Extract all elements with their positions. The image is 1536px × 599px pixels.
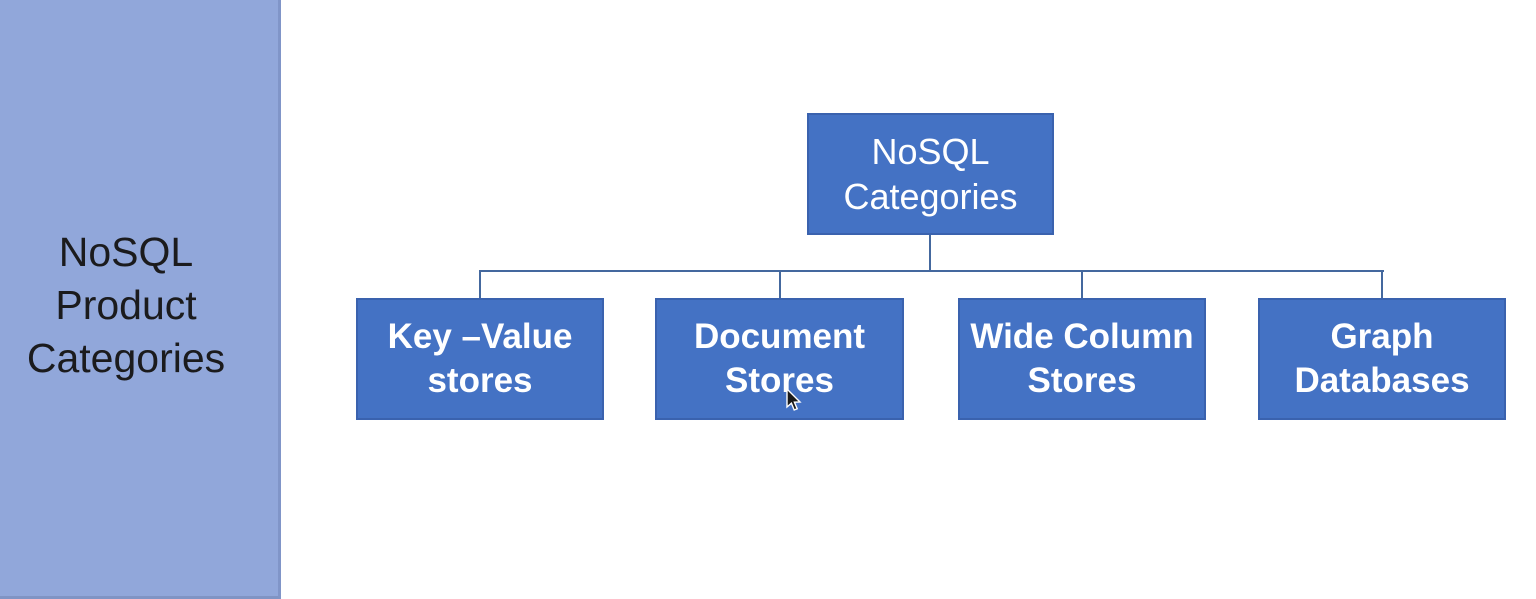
slide-title-panel: NoSQL Product Categories bbox=[0, 0, 281, 599]
diagram-node-nosql-categories: NoSQL Categories bbox=[807, 113, 1054, 235]
diagram-node-graph-databases: Graph Databases bbox=[1258, 298, 1506, 420]
diagram-node-document-stores: Document Stores bbox=[655, 298, 904, 420]
connector-horizontal-line bbox=[479, 270, 1384, 272]
connector-stub-wide-column bbox=[1081, 271, 1083, 298]
connector-root-stub bbox=[929, 235, 931, 271]
slide-title: NoSQL Product Categories bbox=[26, 229, 226, 381]
diagram-node-wide-column-stores: Wide Column Stores bbox=[958, 298, 1206, 420]
connector-stub-document bbox=[779, 271, 781, 298]
diagram-node-key-value-stores: Key –Value stores bbox=[356, 298, 604, 420]
connector-stub-graph bbox=[1381, 271, 1383, 298]
connector-stub-key-value bbox=[479, 271, 481, 298]
